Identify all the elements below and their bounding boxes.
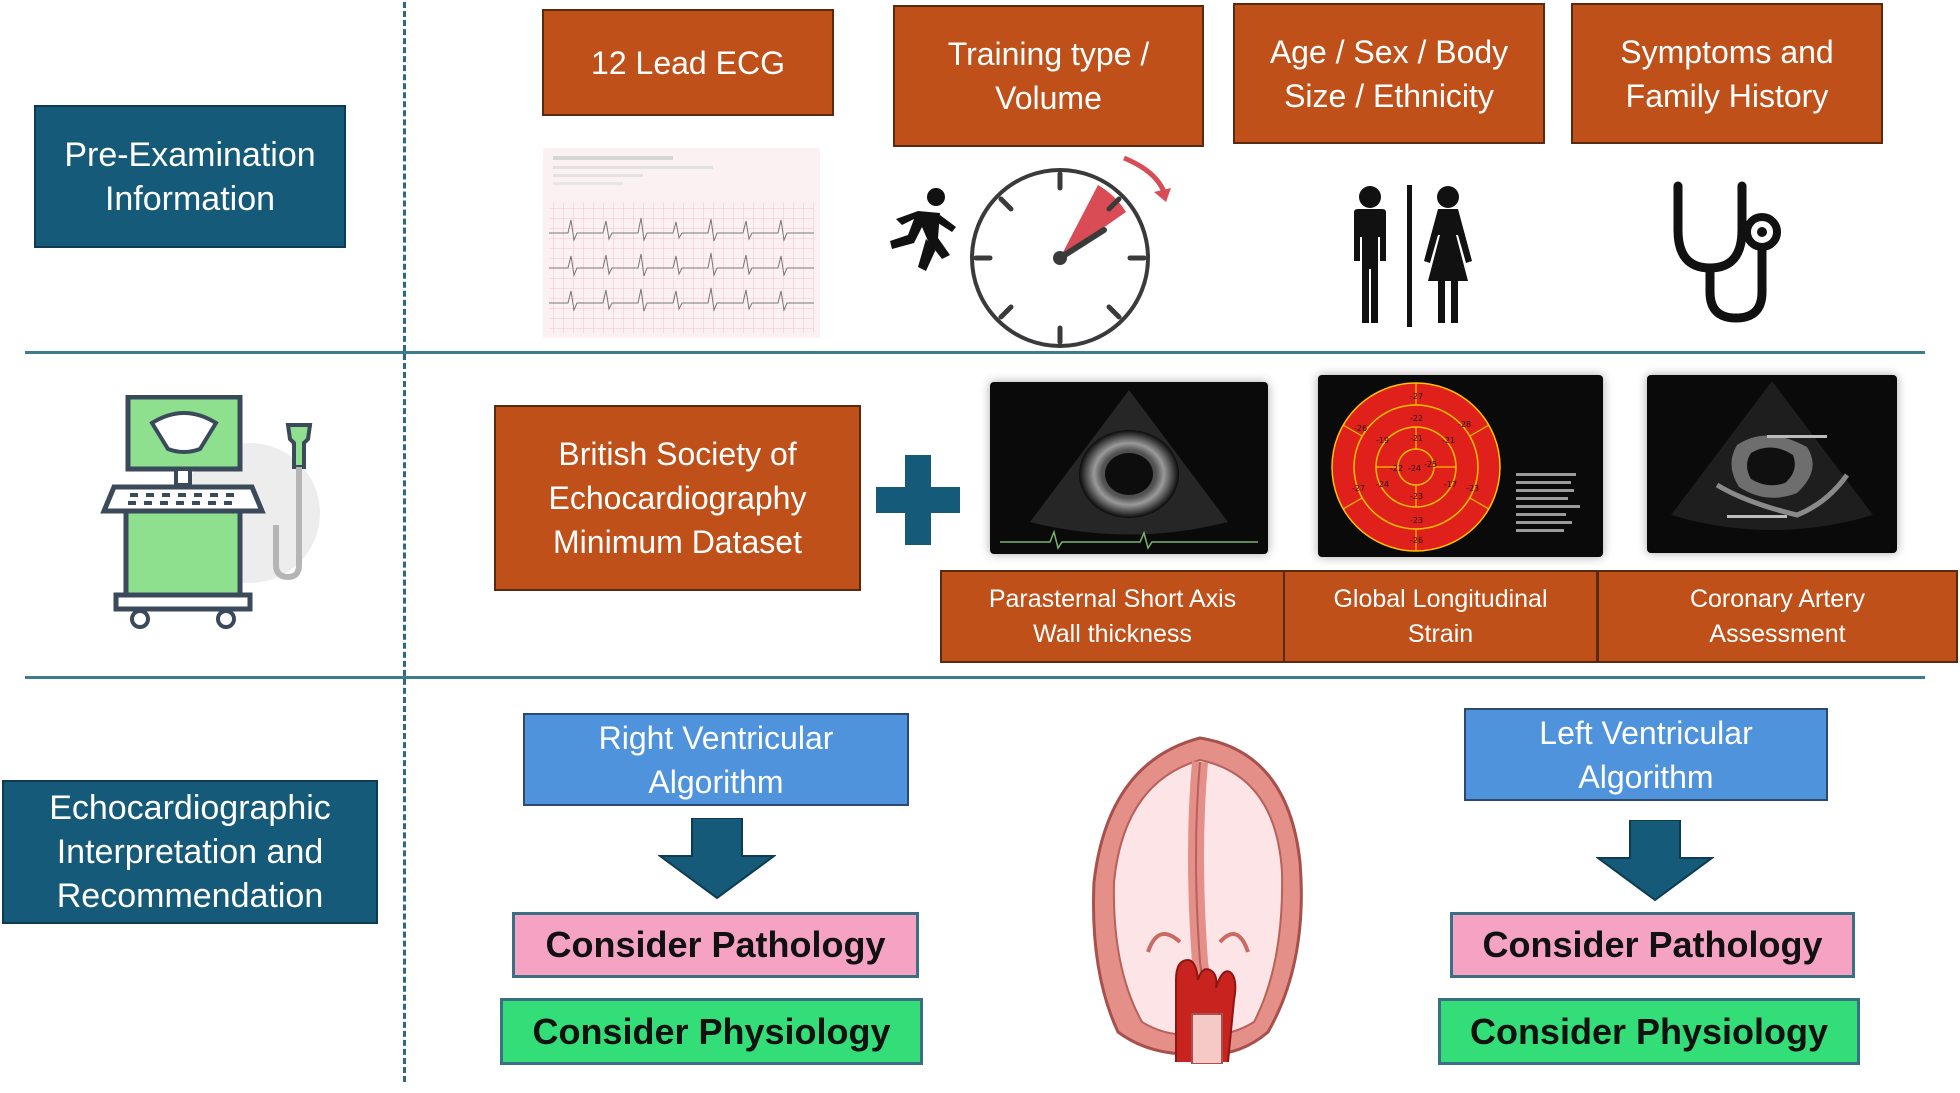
gls-bullseye-image: -27 -28 -23 -26 -27 -26 -22 -21 -17 -23 … <box>1318 375 1603 557</box>
rv-consider-pathology: Consider Pathology <box>512 912 919 978</box>
section-pre-examination: Pre-Examination Information <box>34 105 346 248</box>
bullseye-value: -28 <box>1458 420 1471 429</box>
rv-consider-physiology: Consider Physiology <box>500 998 923 1065</box>
lv-down-arrow <box>1596 820 1714 902</box>
psax-caption-box: Parasternal Short Axis Wall thickness <box>940 570 1285 663</box>
bullseye-value: -23 <box>1410 492 1423 501</box>
bullseye-value: -27 <box>1410 392 1423 401</box>
coronary-echo-image <box>1647 375 1897 553</box>
psax-echo-image <box>990 382 1268 554</box>
bullseye-value: -22 <box>1410 414 1423 423</box>
bullseye-value: -23 <box>1466 484 1479 493</box>
divider-bottom <box>25 676 1925 679</box>
divider-top <box>25 351 1925 354</box>
rv-down-arrow <box>658 818 776 900</box>
bullseye-value: -19 <box>1376 436 1389 445</box>
bullseye-value: -23 <box>1410 516 1423 525</box>
demographics-box: Age / Sex / Body Size / Ethnicity <box>1233 3 1545 144</box>
stethoscope-icon <box>1673 181 1781 323</box>
running-person-icon <box>890 188 956 271</box>
lv-algorithm-box: Left Ventricular Algorithm <box>1464 708 1828 801</box>
bullseye-value: -24 <box>1376 480 1389 489</box>
male-female-icon <box>1354 185 1472 327</box>
heart-illustration <box>1092 736 1303 1064</box>
training-box: Training type / Volume <box>893 5 1204 147</box>
bullseye-value: -26 <box>1354 424 1367 433</box>
bullseye-value: -17 <box>1444 480 1457 489</box>
ecg-box: 12 Lead ECG <box>542 9 834 116</box>
bullseye-value: -26 <box>1410 536 1423 545</box>
lv-consider-pathology: Consider Pathology <box>1450 912 1855 978</box>
bse-dataset-box: British Society of Echocardiography Mini… <box>494 405 861 591</box>
ecg-strip-image <box>543 148 820 338</box>
ultrasound-machine-icon <box>100 395 320 629</box>
stopwatch-icon <box>970 155 1171 348</box>
lv-consider-physiology: Consider Physiology <box>1438 998 1860 1065</box>
bullseye-value: -22 <box>1390 464 1403 473</box>
section-interpretation: Echocardiographic Interpretation and Rec… <box>2 780 378 924</box>
bullseye-value: -27 <box>1352 484 1365 493</box>
bullseye-value: -25 <box>1424 460 1437 469</box>
coronary-caption-box: Coronary Artery Assessment <box>1597 570 1958 663</box>
gls-caption-box: Global Longitudinal Strain <box>1283 570 1598 663</box>
plus-icon <box>876 455 960 545</box>
bullseye-value: -24 <box>1408 464 1421 473</box>
vertical-dashed-divider <box>403 2 406 1082</box>
bullseye-value: -21 <box>1410 434 1423 443</box>
rv-algorithm-box: Right Ventricular Algorithm <box>523 713 909 806</box>
bullseye-value: -21 <box>1442 436 1455 445</box>
symptoms-box: Symptoms and Family History <box>1571 3 1883 144</box>
